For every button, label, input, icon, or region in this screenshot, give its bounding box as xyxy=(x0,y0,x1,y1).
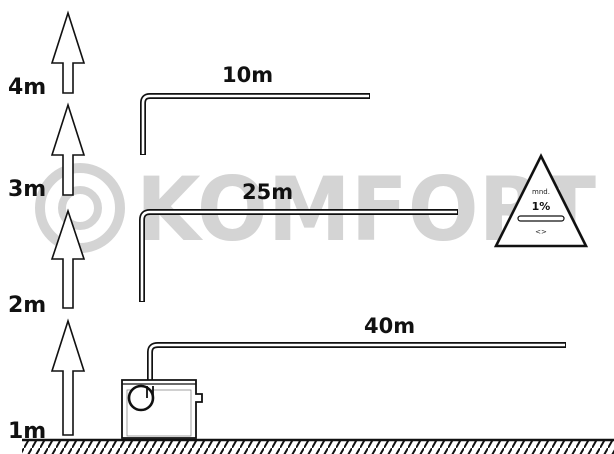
slope-sign-triangle xyxy=(493,153,589,248)
arrow-up-icon xyxy=(50,318,86,436)
height-label-4m: 4m xyxy=(8,75,46,100)
slope-sign-bottom-text: <> xyxy=(535,228,547,236)
slope-sign-value: 1% xyxy=(532,200,551,213)
height-labels: 1m 2m 3m 4m xyxy=(8,75,46,444)
pipe-label-25m: 25m xyxy=(242,180,293,204)
watermark-logo-ring xyxy=(35,163,125,253)
pipe-10m xyxy=(140,93,370,155)
pipe-label-10m: 10m xyxy=(222,63,273,87)
pump-inner-panel xyxy=(126,389,192,437)
pipe-length-labels: 10m 25m 40m xyxy=(222,63,415,338)
height-label-2m: 2m xyxy=(8,293,46,318)
arrow-up-icon xyxy=(50,102,86,196)
height-label-3m: 3m xyxy=(8,177,46,202)
ground xyxy=(22,438,614,454)
slope-sign-top-text: mnd. xyxy=(532,188,550,196)
height-arrows xyxy=(50,10,86,436)
pipe-label-40m: 40m xyxy=(364,314,415,338)
ground-hatch xyxy=(22,441,614,454)
pump-outlet-ring xyxy=(127,384,155,412)
slope-sign: mnd. 1% <> xyxy=(493,153,589,248)
arrow-up-icon xyxy=(50,10,86,94)
pump-outlet-stub xyxy=(146,386,154,398)
pump-unit xyxy=(121,379,203,439)
watermark-logo-core xyxy=(58,186,102,230)
pipes-inner xyxy=(140,94,565,389)
arrow-up-icon xyxy=(50,208,86,309)
pipe-40m xyxy=(147,342,566,390)
slope-sign-bar xyxy=(517,215,565,222)
